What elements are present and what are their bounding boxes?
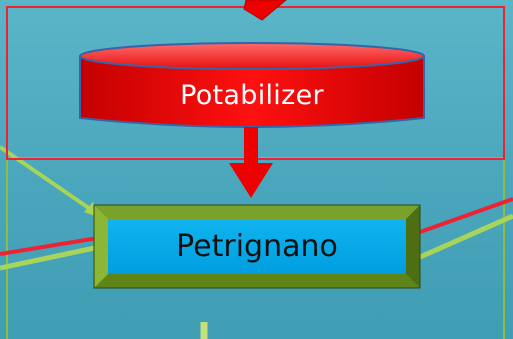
edge-green-right xyxy=(418,213,513,260)
potabilizer-node xyxy=(79,42,425,128)
edge-red-left xyxy=(0,235,105,256)
potabilizer-cylinder-top xyxy=(79,42,425,70)
incoming-arrow-tail xyxy=(243,0,287,21)
potabilizer-cylinder-body xyxy=(79,55,425,128)
edge-green-left-lower xyxy=(0,243,105,271)
potabilizer-label: Potabilizer xyxy=(180,80,324,111)
petrignano-node xyxy=(93,204,421,289)
petrignano-label: Petrignano xyxy=(176,229,338,264)
petrignano-face xyxy=(108,219,406,274)
edge-red-right xyxy=(419,197,513,234)
edge-green-left-diagonal xyxy=(0,145,98,215)
edge-potabilizer-petrignano xyxy=(229,127,273,198)
